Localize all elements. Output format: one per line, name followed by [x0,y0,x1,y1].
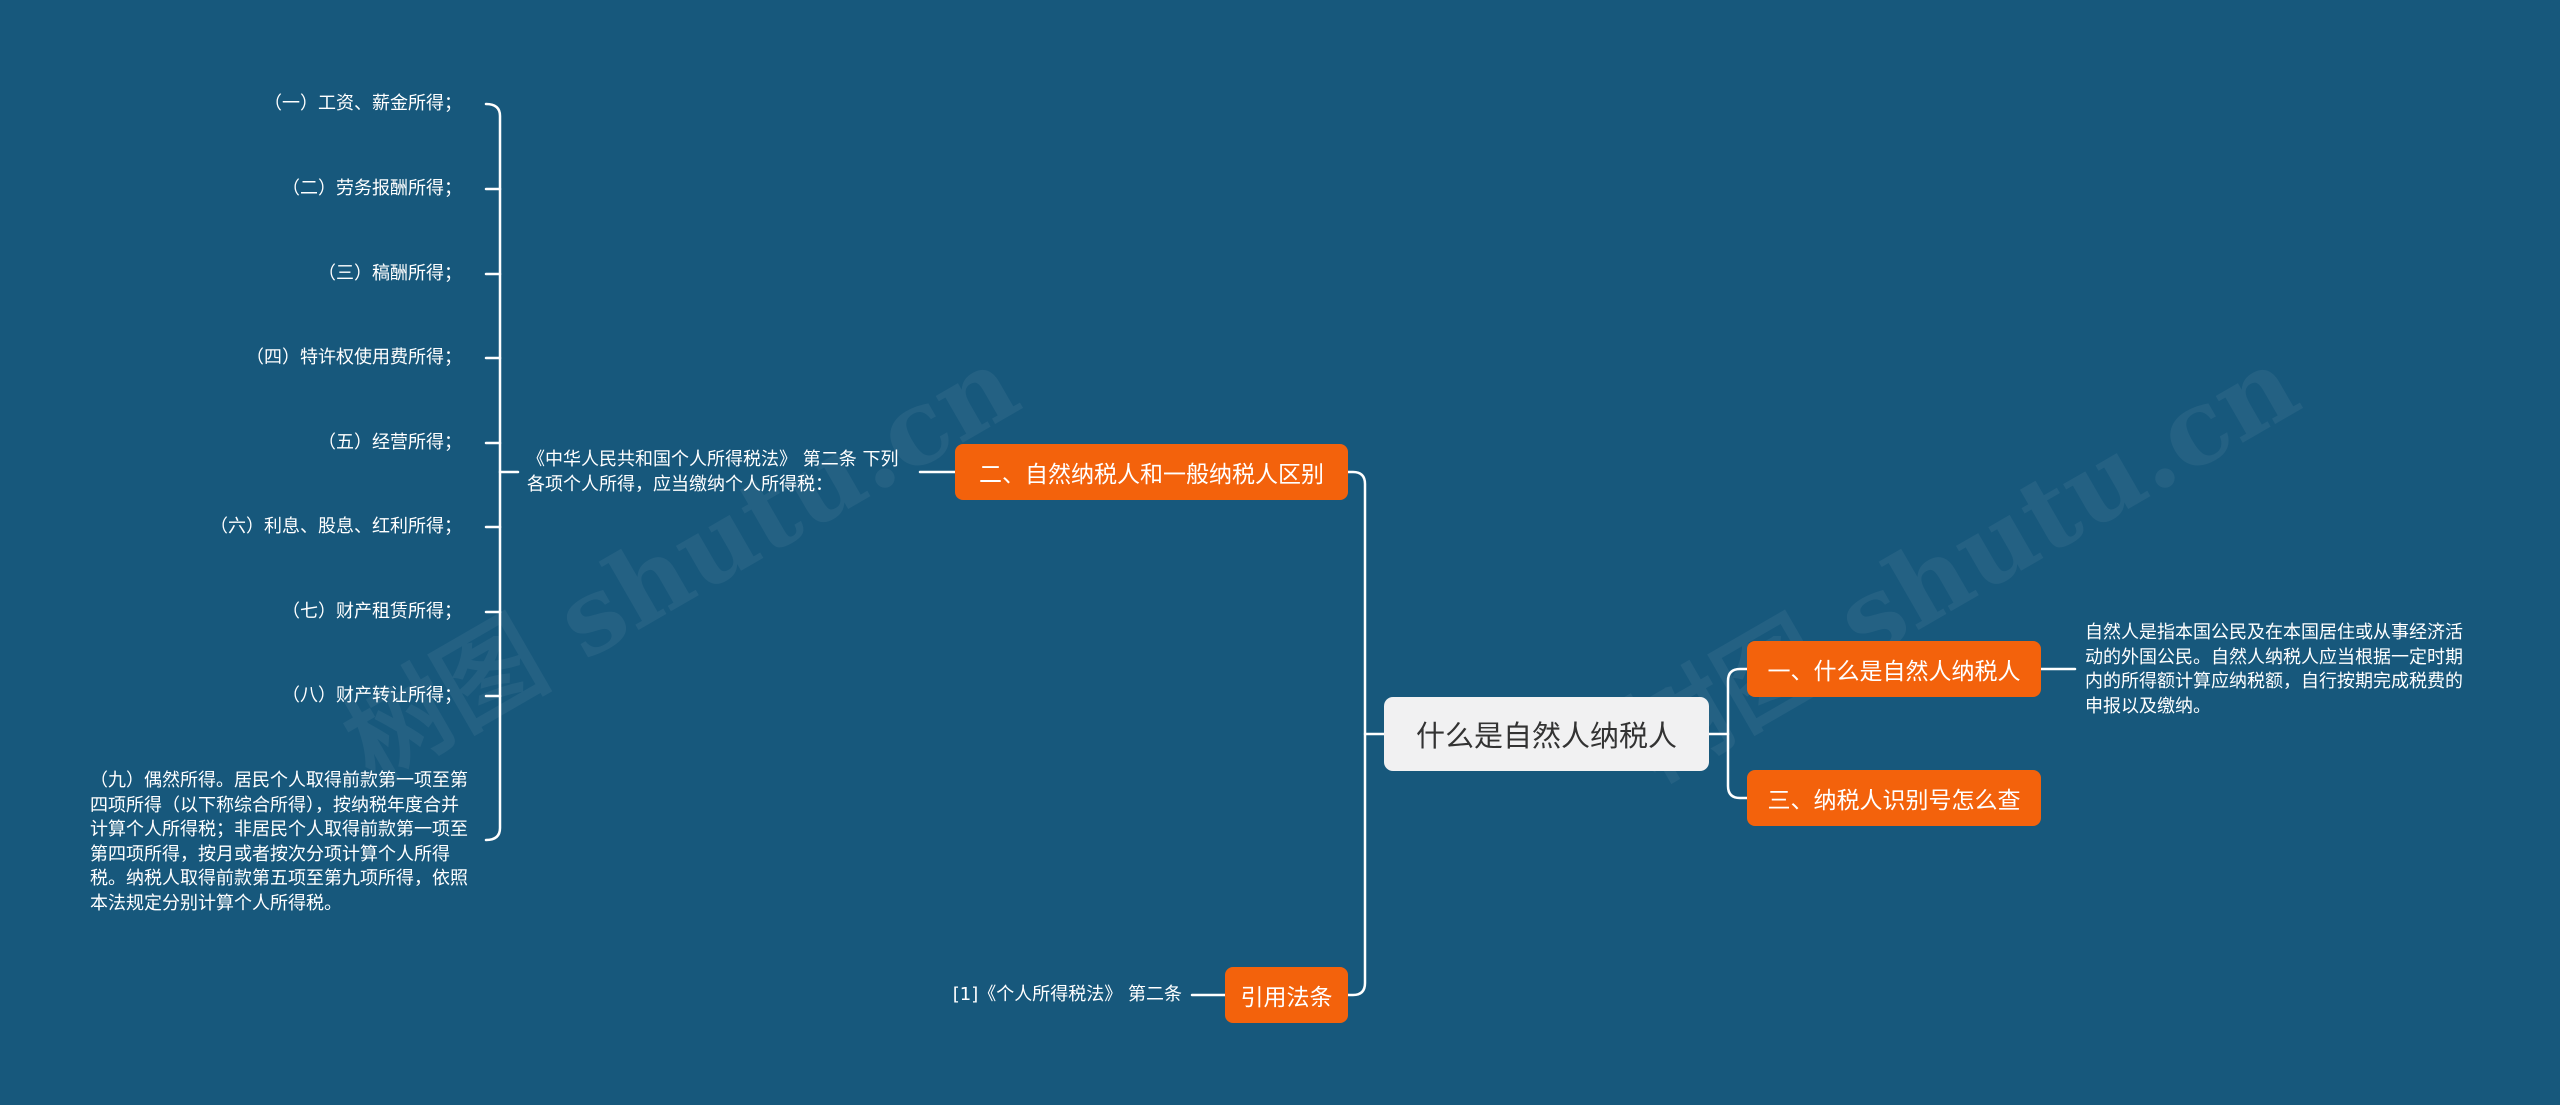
income-item-6: （六）利息、股息、红利所得； [210,516,462,537]
income-item-9: （九）偶然所得。居民个人取得前款第一项至第四项所得（以下称综合所得），按纳税年度… [90,770,468,914]
connector-left-bus [1346,470,1367,997]
income-item-7: （七）财产租赁所得； [282,601,462,622]
connector-right-bus [1726,667,1749,800]
connector-income-bracket [484,102,502,842]
law-citation: [1]《个人所得税法》 第二条 [952,984,1182,1005]
law-article-intro: 《中华人民共和国个人所得税法》 第二条 下列各项个人所得，应当缴纳个人所得税： [527,449,899,495]
branch-taxpayer-id-lookup[interactable]: 三、纳税人识别号怎么查 [1747,770,2041,826]
branch-what-is-natural-taxpayer[interactable]: 一、什么是自然人纳税人 [1747,641,2041,697]
natural-taxpayer-definition: 自然人是指本国公民及在本国居住或从事经济活动的外国公民。自然人纳税人应当根据一定… [2085,622,2463,717]
income-item-1: （一）工资、薪金所得； [264,93,462,114]
root-node[interactable]: 什么是自然人纳税人 [1384,697,1709,771]
income-item-2: （二）劳务报酬所得； [282,178,462,199]
branch-cited-law[interactable]: 引用法条 [1225,967,1348,1023]
income-item-8: （八）财产转让所得； [282,685,462,706]
income-item-4: （四）特许权使用费所得； [246,347,462,368]
branch-natural-vs-general-taxpayer[interactable]: 二、自然纳税人和一般纳税人区别 [955,444,1348,500]
income-item-3: （三）稿酬所得； [318,263,462,284]
income-item-5: （五）经营所得； [318,432,462,453]
